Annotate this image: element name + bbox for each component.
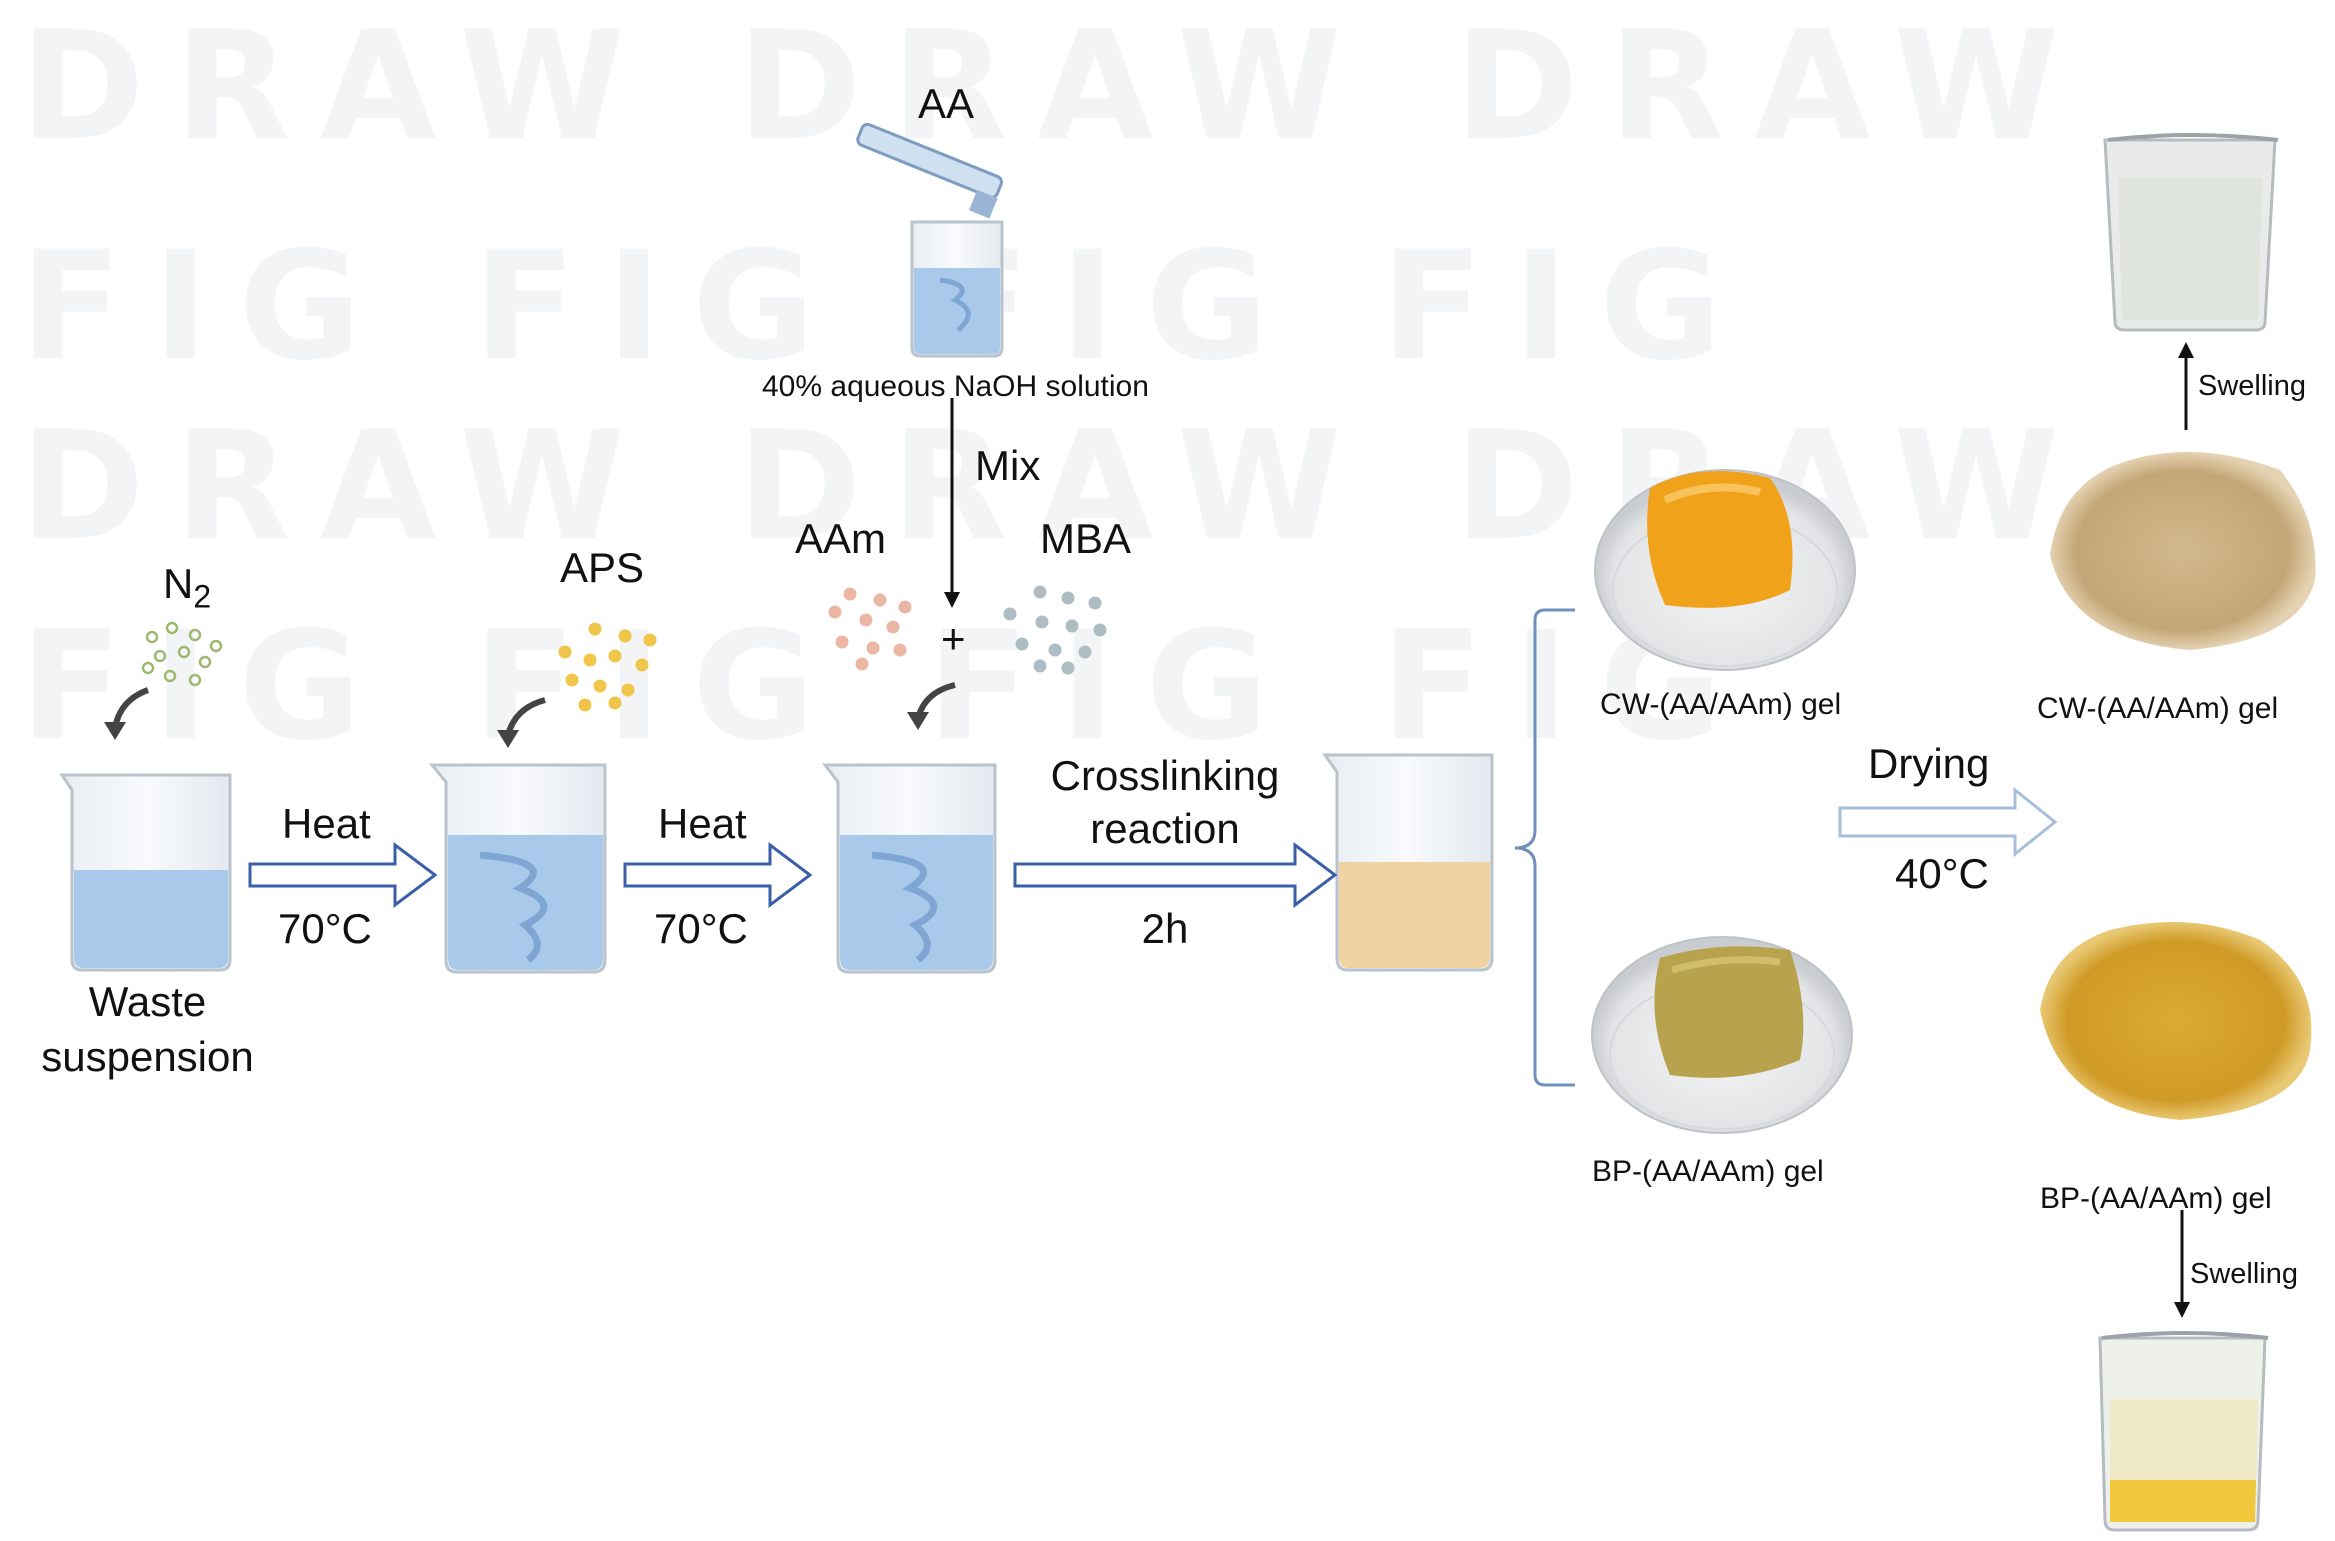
naoh-beaker-icon: [910, 220, 1004, 358]
beaker-monomers: [821, 763, 997, 974]
cw-swollen-beaker: [2103, 133, 2279, 332]
crosslink-arrow: [1013, 842, 1338, 908]
heat-arrow-1: [248, 842, 438, 908]
label-bp-dry: BP-(AA/AAm) gel: [2040, 1182, 2272, 1215]
aam-particles: [828, 587, 912, 671]
add-arrow-heads: [104, 712, 929, 748]
watermark-row-2: FIG FIG FIG FIG: [20, 220, 1753, 394]
bp-powder-pile: [2040, 922, 2312, 1120]
beaker-waste: [59, 773, 232, 972]
label-bp-gel: BP-(AA/AAm) gel: [1592, 1155, 1824, 1188]
swelling-arrow-up: [2178, 342, 2194, 430]
aa-pipette-icon: [856, 122, 1003, 219]
label-temp-1: 70°C: [278, 905, 372, 952]
label-waste: Waste: [88, 978, 207, 1025]
label-time: 2h: [1141, 905, 1189, 952]
label-drying-temp: 40°C: [1895, 850, 1989, 897]
label-n2: N2: [163, 560, 212, 615]
label-swelling-top: Swelling: [2198, 370, 2306, 402]
watermark-row-1: DRAW DRAW DRAW: [20, 0, 2089, 174]
label-aa: AA: [918, 80, 975, 127]
add-arrows: [112, 682, 956, 736]
label-drying: Drying: [1868, 740, 1990, 787]
label-temp-2: 70°C: [654, 905, 748, 952]
label-mix: Mix: [975, 442, 1041, 489]
n2-particles: [141, 621, 223, 687]
label-crosslinking: Crosslinking: [1050, 752, 1280, 799]
aps-particles: [558, 622, 657, 712]
label-heat-2: Heat: [658, 800, 747, 847]
swelling-arrow-down: [2174, 1210, 2190, 1318]
label-aps: APS: [560, 544, 645, 591]
label-swelling-bottom: Swelling: [2190, 1258, 2298, 1290]
label-heat-1: Heat: [282, 800, 371, 847]
label-reaction: reaction: [1090, 805, 1240, 852]
label-mba: MBA: [1040, 515, 1132, 562]
beaker-mixture: [1322, 753, 1494, 972]
heat-arrow-2: [623, 842, 813, 908]
label-cw-dry: CW-(AA/AAm) gel: [2037, 692, 2279, 725]
cw-powder-pile: [2050, 452, 2316, 650]
label-cw-gel: CW-(AA/AAm) gel: [1600, 688, 1842, 721]
bp-gel-dish: [1591, 936, 1853, 1134]
label-suspension: suspension: [41, 1033, 254, 1080]
drying-arrow: [1838, 786, 2058, 858]
split-bracket: [1514, 608, 1575, 1087]
label-naoh: 40% aqueous NaOH solution: [762, 370, 1149, 403]
mix-arrow: [944, 398, 960, 608]
label-plus: +: [941, 615, 966, 662]
cw-gel-dish: [1594, 469, 1856, 671]
bp-swollen-beaker: [2098, 1331, 2269, 1532]
beaker-aps: [428, 763, 607, 974]
label-aam: AAm: [795, 515, 887, 562]
mba-particles: [1003, 585, 1107, 675]
